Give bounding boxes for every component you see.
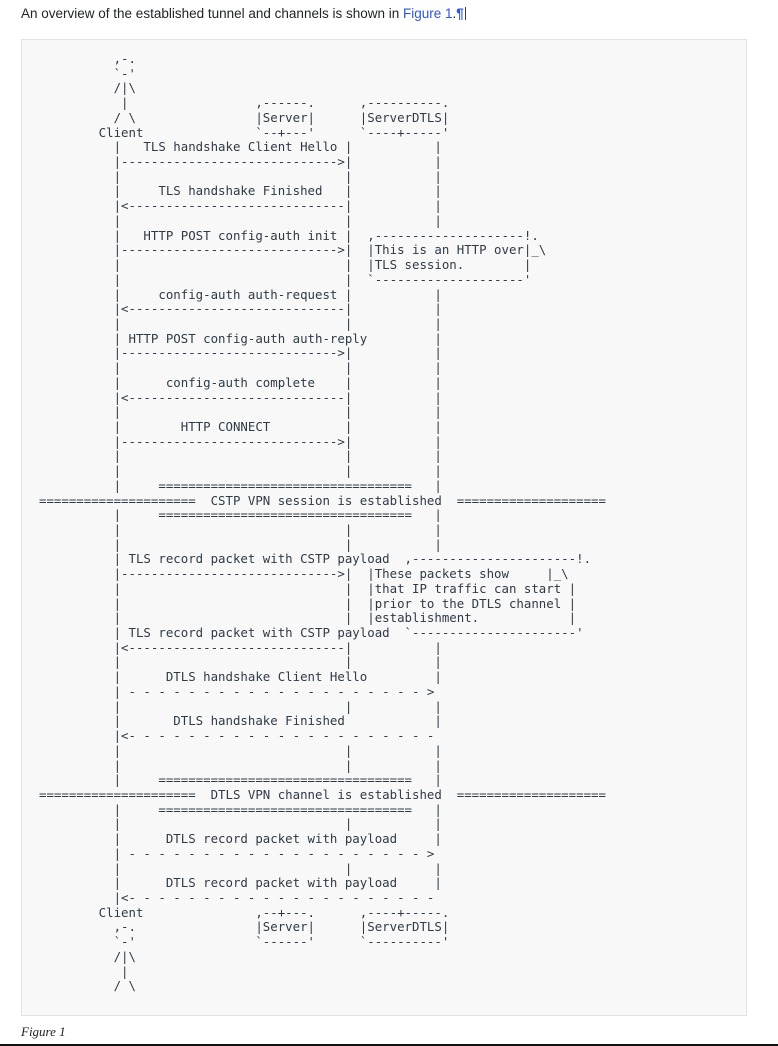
pilcrow-mark: ¶ (456, 6, 464, 21)
text-caret (464, 7, 466, 20)
figure-panel: ,-. `-' /|\ | ,------. ,----------. / \ … (21, 39, 747, 1016)
figure-caption: Figure 1 (21, 1024, 66, 1039)
intro-paragraph: An overview of the established tunnel an… (21, 5, 761, 23)
figure-1-link[interactable]: Figure 1 (403, 6, 453, 21)
page-bottom-rule (0, 1044, 778, 1046)
intro-text-after: . (452, 6, 457, 21)
intro-text-before: An overview of the established tunnel an… (21, 6, 403, 21)
ascii-sequence-diagram: ,-. `-' /|\ | ,------. ,----------. / \ … (39, 51, 606, 994)
